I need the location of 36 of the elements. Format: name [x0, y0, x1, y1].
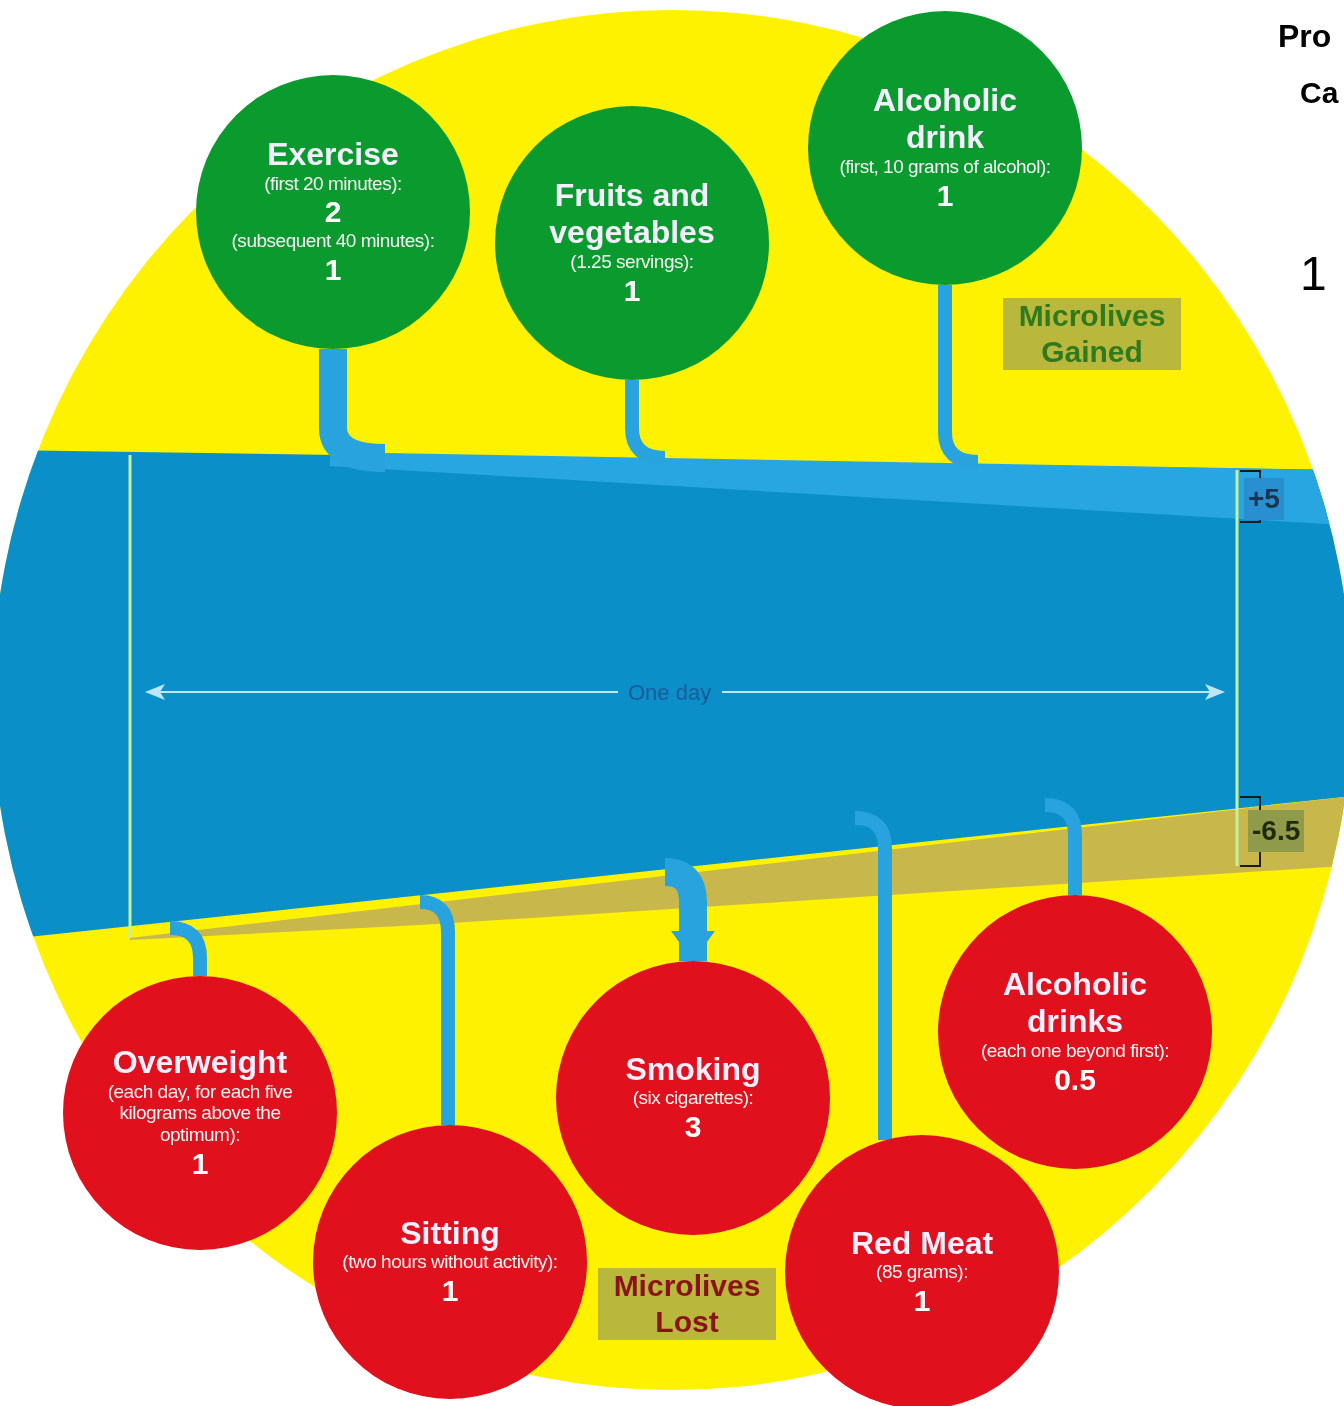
value-number: 1	[191, 1146, 209, 1183]
description-text: (each one beyond first):	[980, 1039, 1170, 1062]
cropped-number: 1	[1300, 246, 1327, 302]
cropped-heading: Pro	[1278, 17, 1332, 56]
cropped-heading: Ca	[1300, 75, 1339, 111]
value-label: -6.5	[1248, 810, 1305, 852]
circle-title: Sitting	[400, 1214, 500, 1252]
description-text: (85 grams):	[876, 1261, 968, 1284]
description-text: (each day, for each five kilograms above the optimum):	[106, 1080, 294, 1147]
value-label: +5	[1244, 478, 1284, 520]
flow-pipe	[1044, 798, 1082, 895]
value-number: 1	[913, 1283, 931, 1320]
description-text: (1.25 servings):	[570, 250, 694, 273]
circle-title: Red Meat	[850, 1224, 994, 1262]
value-number: 1	[324, 252, 342, 289]
value-number: 3	[684, 1109, 702, 1146]
description-text: (two hours without activity):	[342, 1251, 558, 1274]
section-label: Microlives Lost	[598, 1268, 776, 1340]
value-number: 1	[441, 1273, 459, 1310]
value-number: 1	[623, 272, 641, 309]
flow-band	[0, 450, 1344, 940]
value-number: 1	[936, 177, 954, 214]
value-number: 2	[324, 194, 342, 231]
description-text: (six cigarettes):	[632, 1087, 754, 1110]
description-text: (first, 10 grams of alcohol):	[839, 155, 1051, 178]
flow-pipe	[854, 811, 892, 1141]
description-text: (subsequent 40 minutes):	[231, 230, 435, 253]
circle-title: Overweight	[112, 1043, 288, 1081]
value-number: 0.5	[1054, 1061, 1096, 1098]
circle-title: Fruits and vegetables	[548, 177, 716, 251]
circle-title: Exercise	[267, 135, 399, 173]
circle-title: Alcoholic drink	[872, 82, 1018, 156]
description-text: (first 20 minutes):	[264, 172, 402, 195]
section-label: Microlives Gained	[1003, 298, 1181, 370]
circle-title: Alcoholic drinks	[1002, 966, 1148, 1040]
circle-title: Smoking	[625, 1050, 761, 1088]
